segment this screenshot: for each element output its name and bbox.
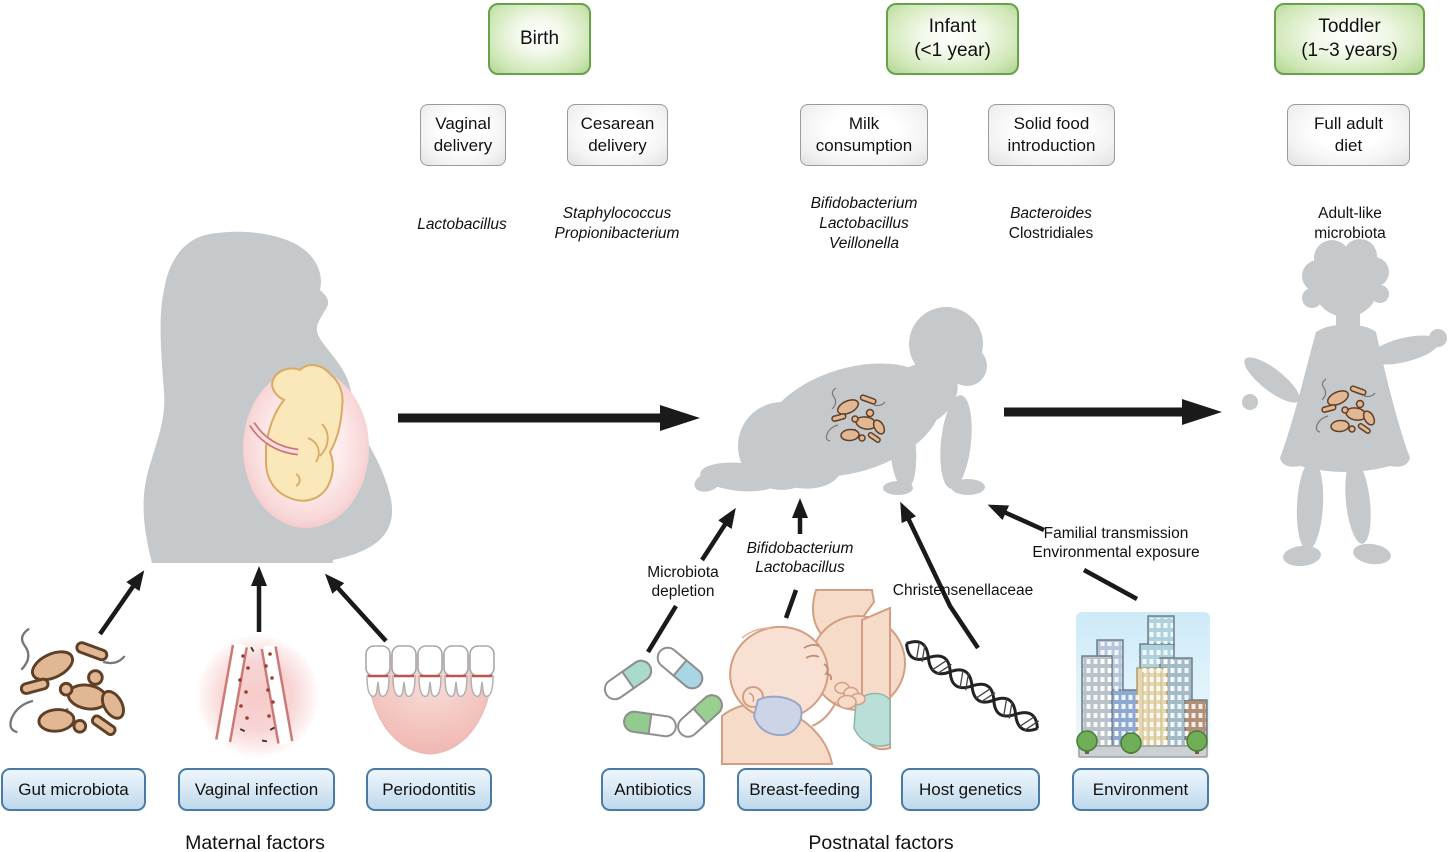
- factor-box-environment: Environment: [1072, 768, 1209, 811]
- microbes-solid-food: Bacteroides Clostridiales: [1009, 204, 1093, 244]
- event-box-vaginal-delivery: Vaginal delivery: [420, 104, 506, 166]
- arrow-antibiotics-head: [700, 507, 736, 562]
- event-box-solid-food: Solid food introduction: [988, 104, 1115, 166]
- city-environment-icon: [1076, 612, 1210, 758]
- trees: [1076, 730, 1208, 754]
- microbes-milk-consumption: Bifidobacterium Lactobacillus Veillonell…: [810, 195, 918, 252]
- annotation-christensenellaceae: Christensenellaceae: [892, 582, 1034, 599]
- arrow-periodontitis: [324, 573, 388, 643]
- microbes-solid-food-italic: Bacteroides: [1010, 205, 1092, 222]
- vaginal-infection-icon: [196, 634, 320, 758]
- arrow-host-genetics: [900, 501, 980, 650]
- caption-maternal-factors: Maternal factors: [185, 832, 325, 852]
- annotation-environment-transmission: Familial transmission Environmental expo…: [1032, 525, 1200, 561]
- bacteria-specks: [238, 646, 275, 743]
- event-box-full-adult-diet: Full adult diet: [1287, 104, 1410, 166]
- arrow-gut-microbiota: [98, 570, 145, 636]
- antibiotics-capsules-icon: [603, 646, 723, 738]
- microbes-cesarean-delivery: Staphylococcus Propionibacterium: [554, 205, 680, 242]
- dna-helix-icon: [905, 640, 1040, 732]
- tooth-roots: [366, 675, 494, 698]
- arrow-environment-head: [987, 504, 1045, 533]
- womb-illustration: [243, 364, 369, 528]
- annotation-microbiota-depletion: Microbiota depletion: [647, 564, 719, 600]
- toddler-silhouette: [1242, 239, 1447, 567]
- stage-box-infant: Infant (<1 year): [886, 3, 1019, 75]
- microbes-vaginal-delivery: Lactobacillus: [417, 216, 507, 233]
- baby-hand: [834, 681, 866, 710]
- tooth-crowns: [365, 645, 495, 677]
- annotation-breastfeeding-microbes: Bifidobacterium Lactobacillus: [746, 540, 854, 576]
- caption-postnatal-factors: Postnatal factors: [808, 832, 954, 852]
- arrow-antibiotics-tail: [646, 604, 678, 654]
- stage-box-birth: Birth: [488, 3, 591, 75]
- building-windows: [1083, 618, 1206, 746]
- factor-box-antibiotics: Antibiotics: [601, 768, 705, 811]
- factor-box-breast-feeding: Breast-feeding: [737, 768, 872, 811]
- factor-box-host-genetics: Host genetics: [901, 768, 1040, 811]
- factor-box-gut-microbiota: Gut microbiota: [1, 768, 146, 811]
- helix-hatching: [915, 642, 1040, 732]
- microbes-solid-food-plain: Clostridiales: [1008, 225, 1094, 242]
- periodontitis-teeth-icon: [365, 645, 495, 755]
- event-box-milk-consumption: Milk consumption: [800, 104, 928, 166]
- microbes-toddler: Adult-like microbiota: [1314, 205, 1386, 242]
- factor-box-vaginal-infection: Vaginal infection: [178, 768, 335, 811]
- crawling-infant-silhouette: [694, 307, 987, 495]
- tan-building-lines: [1142, 672, 1162, 746]
- arrow-environment-tail: [1082, 568, 1139, 601]
- factor-arrows: [98, 498, 1139, 654]
- stage-progression-arrows: [398, 399, 1222, 431]
- fetus-illustration: [249, 364, 344, 502]
- event-box-cesarean-delivery: Cesarean delivery: [567, 104, 668, 166]
- factor-box-periodontitis: Periodontitis: [366, 768, 492, 811]
- gut-microbiota-bacteria-icon: [8, 627, 130, 738]
- breast-feeding-icon: [721, 589, 906, 765]
- stage-box-toddler: Toddler (1~3 years): [1274, 3, 1425, 75]
- arrow-breastfeeding-tail: [783, 589, 799, 619]
